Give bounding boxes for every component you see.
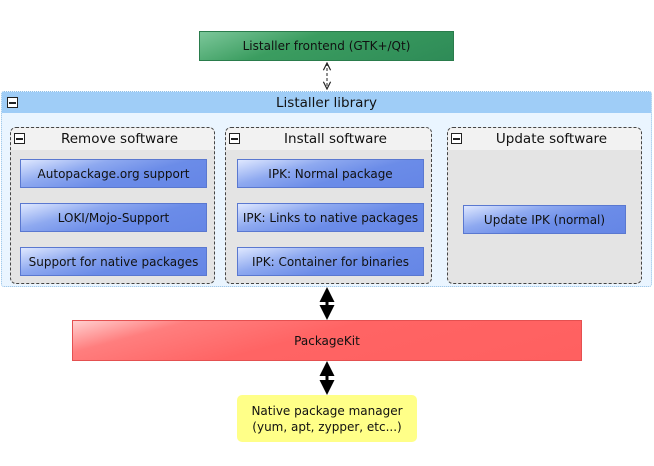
group-remove-software: Remove software Autopackage.org support … [10, 127, 215, 284]
group-title: Update software [495, 131, 608, 147]
group-install-software: Install software IPK: Normal package IPK… [225, 127, 432, 284]
group-update-software: Update software Update IPK (normal) [447, 127, 642, 284]
group-title: Install software [284, 131, 387, 147]
listaller-frontend-node: Listaller frontend (GTK+/Qt) [199, 31, 454, 61]
packagekit-node: PackageKit [72, 320, 582, 361]
collapse-icon[interactable] [7, 97, 18, 108]
item-ipk-normal-package: IPK: Normal package [237, 159, 424, 188]
collapse-icon[interactable] [451, 133, 462, 144]
item-ipk-container-binaries: IPK: Container for binaries [237, 247, 424, 276]
item-native-packages-support: Support for native packages [20, 247, 207, 276]
collapse-icon[interactable] [229, 133, 240, 144]
listaller-library-container: Listaller library Remove software Autopa… [1, 91, 652, 287]
native-package-manager-node: Native package manager (yum, apt, zypper… [237, 395, 417, 442]
group-header [11, 128, 214, 150]
item-ipk-links-native: IPK: Links to native packages [237, 203, 424, 232]
group-header [448, 128, 641, 150]
group-title: Remove software [60, 131, 179, 147]
item-autopackage-support: Autopackage.org support [20, 159, 207, 188]
native-line-1: Native package manager [251, 403, 403, 418]
library-title: Listaller library [276, 94, 377, 111]
item-loki-mojo-support: LOKI/Mojo-Support [20, 203, 207, 232]
collapse-icon[interactable] [14, 133, 25, 144]
library-header: Listaller library [2, 92, 651, 113]
native-line-2: (yum, apt, zypper, etc...) [252, 419, 402, 434]
item-update-ipk-normal: Update IPK (normal) [463, 205, 626, 234]
group-header [226, 128, 431, 150]
